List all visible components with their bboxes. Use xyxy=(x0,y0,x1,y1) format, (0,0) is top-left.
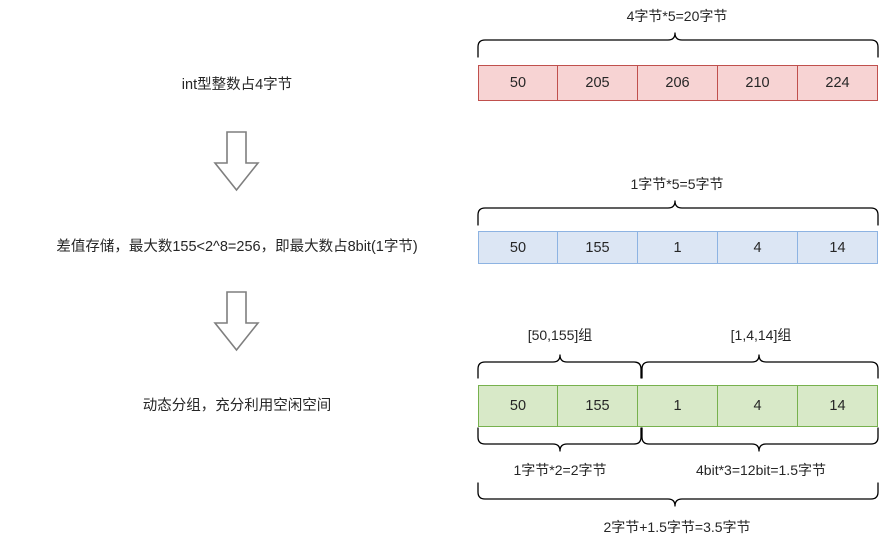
step2-cell-0: 50 xyxy=(478,231,558,264)
step3-cell-3: 4 xyxy=(717,385,798,427)
step2-cell-4: 14 xyxy=(797,231,878,264)
brace-step3-bottom1 xyxy=(477,427,642,452)
brace-step3-group1 xyxy=(477,354,642,379)
step1-value-row: 50 205 206 210 224 xyxy=(478,65,878,101)
step3-group-label-2: [1,4,14]组 xyxy=(730,327,792,343)
brace-step1-top xyxy=(477,32,879,58)
step3-group-label-1: [50,155]组 xyxy=(527,327,593,343)
brace-step3-group2 xyxy=(641,354,879,379)
step3-cell-1: 155 xyxy=(557,385,638,427)
step3-total-label: 2字节+1.5字节=3.5字节 xyxy=(603,519,751,535)
step3-cell-0: 50 xyxy=(478,385,558,427)
step1-cell-2: 206 xyxy=(637,65,718,101)
step2-value-row: 50 155 1 4 14 xyxy=(478,231,878,264)
step1-cell-1: 205 xyxy=(557,65,638,101)
step2-cell-2: 1 xyxy=(637,231,718,264)
step1-top-brace-label: 4字节*5=20字节 xyxy=(626,8,728,24)
step3-cell-2: 1 xyxy=(637,385,718,427)
step3-bottom-label-2: 4bit*3=12bit=1.5字节 xyxy=(696,462,826,478)
step1-cell-3: 210 xyxy=(717,65,798,101)
step1-description: int型整数占4字节 xyxy=(181,77,293,93)
step3-value-row: 50 155 1 4 14 xyxy=(478,385,878,427)
arrow-down-2 xyxy=(213,291,260,352)
step3-bottom-label-1: 1字节*2=2字节 xyxy=(513,462,607,478)
step2-top-brace-label: 1字节*5=5字节 xyxy=(630,176,724,192)
step1-cell-0: 50 xyxy=(478,65,558,101)
arrow-down-1 xyxy=(213,131,260,192)
step3-description: 动态分组，充分利用空闲空间 xyxy=(142,398,332,414)
step2-cell-1: 155 xyxy=(557,231,638,264)
brace-step2-top xyxy=(477,200,879,226)
brace-step3-bottom2 xyxy=(641,427,879,452)
step2-cell-3: 4 xyxy=(717,231,798,264)
brace-step3-total xyxy=(477,482,879,507)
step3-cell-4: 14 xyxy=(797,385,878,427)
step2-description: 差值存储，最大数155<2^8=256，即最大数占8bit(1字节) xyxy=(56,239,418,255)
step1-cell-4: 224 xyxy=(797,65,878,101)
